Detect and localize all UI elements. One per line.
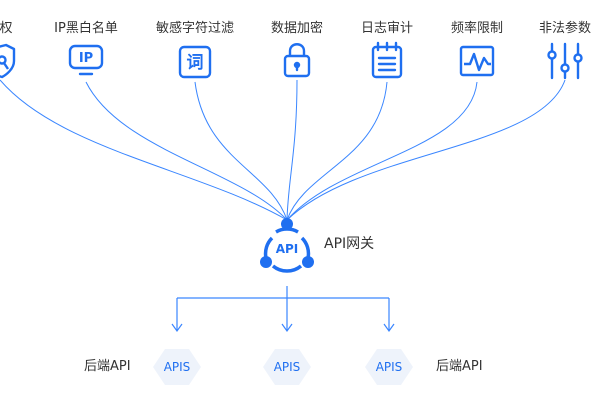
- apis-badge-1: APIS: [153, 349, 201, 385]
- backend-label-right: 后端API: [436, 359, 483, 374]
- connector-ip-list: [85, 81, 288, 221]
- lock-icon: [283, 43, 311, 78]
- connector-rate-limit: [286, 81, 478, 221]
- shield-key-icon: [0, 43, 16, 79]
- feature-label-illegal-params: 非法参数: [538, 21, 592, 36]
- feature-connectors: [0, 79, 566, 221]
- notepad-icon: [371, 41, 403, 79]
- arrow-heads: [171, 323, 395, 333]
- connector-illegal-params: [286, 79, 566, 221]
- pulse-icon: [459, 45, 495, 77]
- sliders-icon: [547, 42, 583, 80]
- svg-text:IP: IP: [79, 51, 93, 66]
- backend-label-left: 后端API: [84, 359, 131, 374]
- connector-sensitive-filter: [194, 81, 288, 221]
- connector-data-encryption: [286, 79, 298, 221]
- arrow-down-icon: [383, 323, 395, 333]
- apis-text: APIS: [274, 360, 301, 374]
- feature-label-log-audit: 日志审计: [360, 21, 414, 36]
- feature-label-sensitive-filter: 敏感字符过滤: [155, 21, 235, 36]
- feature-label-ip-list: IP黑白名单: [54, 21, 118, 36]
- connector-auth: [0, 79, 288, 221]
- connector-log-audit: [286, 81, 388, 221]
- apis-text: APIS: [164, 360, 191, 374]
- feature-label-rate-limit: 频率限制: [450, 21, 504, 36]
- apis-badge-3: APIS: [365, 349, 413, 385]
- arrow-down-icon: [281, 323, 293, 333]
- svg-text:词: 词: [187, 53, 204, 73]
- gateway-label: API网关: [324, 236, 375, 252]
- api-gateway-icon: API: [260, 218, 314, 273]
- backend-connectors: [176, 286, 390, 330]
- apis-text: APIS: [376, 360, 403, 374]
- arrow-down-icon: [171, 323, 183, 333]
- ip-icon: IP: [68, 44, 104, 76]
- word-filter-icon: 词: [178, 45, 212, 79]
- gateway-icon-text: API: [276, 242, 299, 256]
- apis-badge-2: APIS: [263, 349, 311, 385]
- feature-label-auth: 权: [0, 21, 13, 36]
- feature-label-data-encryption: 数据加密: [270, 21, 324, 36]
